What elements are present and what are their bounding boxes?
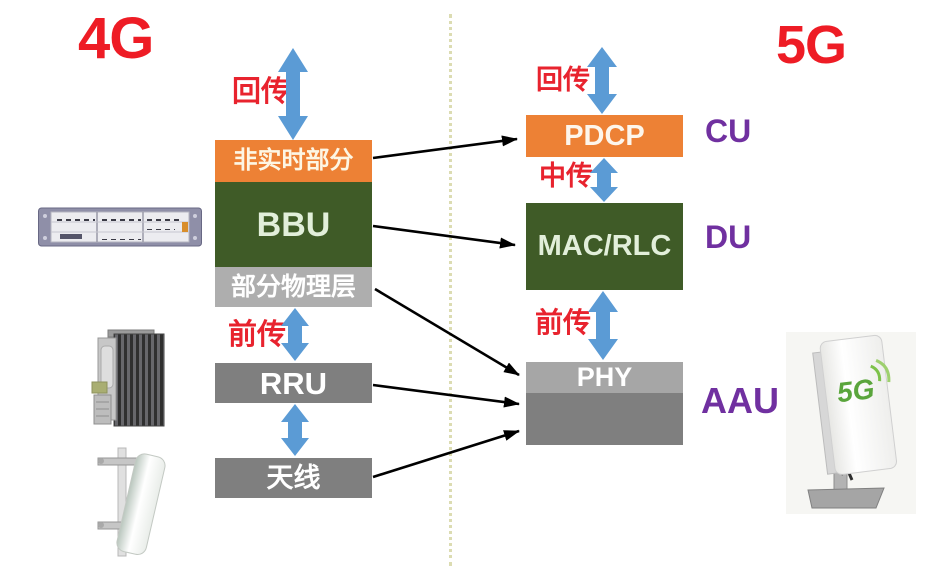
- aau-panel: 5G: [812, 334, 898, 475]
- fronthaul-arrow-5g: [588, 291, 618, 360]
- connector-bbu-to-macrlc: [372, 224, 516, 249]
- block-bbu: BBU: [215, 182, 372, 267]
- mapping-arrows: [372, 135, 520, 479]
- bbu-equipment-photo: [38, 207, 202, 247]
- label-cu: CU: [705, 113, 752, 149]
- aau-5g-photo: 5G: [786, 332, 916, 514]
- connector-partialphy-to-phy: [374, 287, 520, 377]
- connector-nonrt-to-pdcp: [372, 135, 518, 160]
- label-du: DU: [705, 219, 752, 255]
- block-antenna: 天线: [215, 458, 372, 498]
- connector-rru-to-aau: [372, 383, 520, 408]
- aau-panel-5g-logo: 5G: [835, 373, 876, 408]
- antenna-4g-photo: [97, 447, 166, 557]
- connector-antenna-to-aau: [372, 429, 520, 479]
- label-5g-backhaul: 回传: [536, 65, 590, 95]
- label-5g-fronthaul: 前传: [535, 307, 592, 338]
- rru-antenna-arrow-4g: [281, 404, 309, 456]
- label-4g-backhaul: 回传: [232, 76, 291, 108]
- block-rru: RRU: [215, 363, 372, 403]
- label-4g-fronthaul: 前传: [228, 319, 287, 351]
- midhaul-arrow-5g: [590, 158, 618, 202]
- block-mac-rlc: MAC/RLC: [526, 203, 683, 290]
- block-partial-phy: 部分物理层: [215, 267, 372, 307]
- block-non-realtime-part: 非实时部分: [215, 140, 372, 182]
- backhaul-arrow-5g: [587, 47, 617, 114]
- rru-equipment-photo: [91, 329, 165, 427]
- label-5g-midhaul: 中传: [539, 161, 593, 191]
- block-pdcp: PDCP: [526, 115, 683, 157]
- center-dashed-divider: [449, 14, 452, 566]
- title-4g: 4G: [78, 6, 154, 71]
- title-5g: 5G: [776, 15, 847, 75]
- block-phy: PHY: [526, 362, 683, 393]
- label-aau: AAU: [701, 380, 779, 421]
- block-aau-radio-part: [526, 393, 683, 445]
